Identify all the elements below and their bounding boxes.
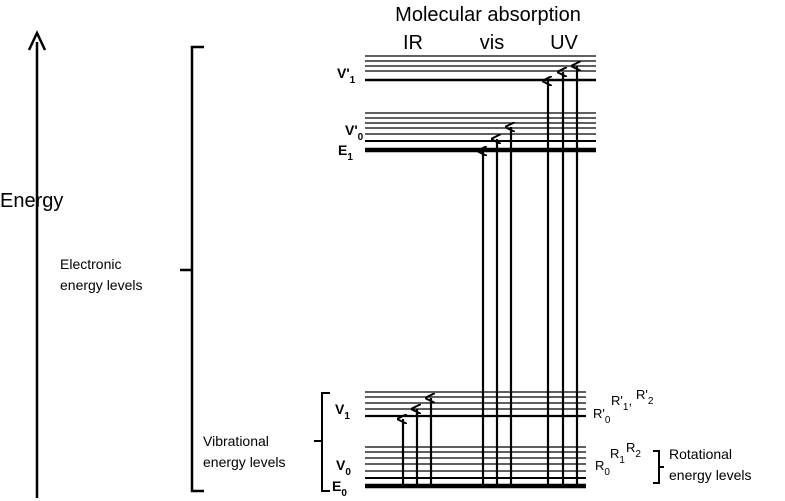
electronic-bracket-label-line1: Electronic [60, 256, 121, 272]
rotational-bracket [653, 450, 664, 484]
electronic-bracket [180, 45, 204, 493]
rot-label-r2-prime: R'2 [636, 387, 654, 407]
level-label-v1-prime: V'1 [337, 65, 356, 86]
region-label-ir: IR [403, 32, 423, 54]
vibrational-bracket-label-line1: Vibrational [203, 433, 269, 449]
rot-label-r0-prime: R'0 [593, 406, 611, 426]
level-label-e1: E1 [338, 142, 353, 163]
level-label-v0: V0 [336, 457, 351, 478]
energy-axis-arrowhead [27, 30, 47, 51]
electronic-bracket-label-line2: energy levels [60, 277, 143, 293]
vis-transition-arrows [483, 127, 511, 484]
region-label-vis: vis [480, 32, 504, 54]
rotational-bracket-label-line1: Rotational [669, 446, 732, 462]
rot-label-r1: R1 [610, 446, 625, 466]
level-label-v1: V1 [335, 401, 350, 422]
level-label-e0: E0 [332, 478, 347, 499]
diagram-title: Molecular absorption [395, 4, 581, 26]
rot-label-r1-prime: R'1, [611, 393, 632, 413]
uv-transition-arrows [548, 66, 577, 484]
rot-label-r2: R2 [626, 440, 641, 460]
energy-axis-label: Energy [0, 190, 63, 212]
rot-label-r0: R0 [595, 458, 610, 478]
region-label-uv: UV [550, 32, 578, 54]
vibrational-bracket-label-line2: energy levels [203, 454, 286, 470]
vibrational-bracket [314, 392, 330, 492]
upper-electronic-state-lines [365, 55, 596, 153]
ground-electronic-state-lines [365, 391, 586, 489]
ir-transition-arrows [403, 398, 431, 484]
rotational-bracket-label-line2: energy levels [669, 467, 752, 483]
level-label-v0-prime: V'0 [345, 122, 364, 143]
